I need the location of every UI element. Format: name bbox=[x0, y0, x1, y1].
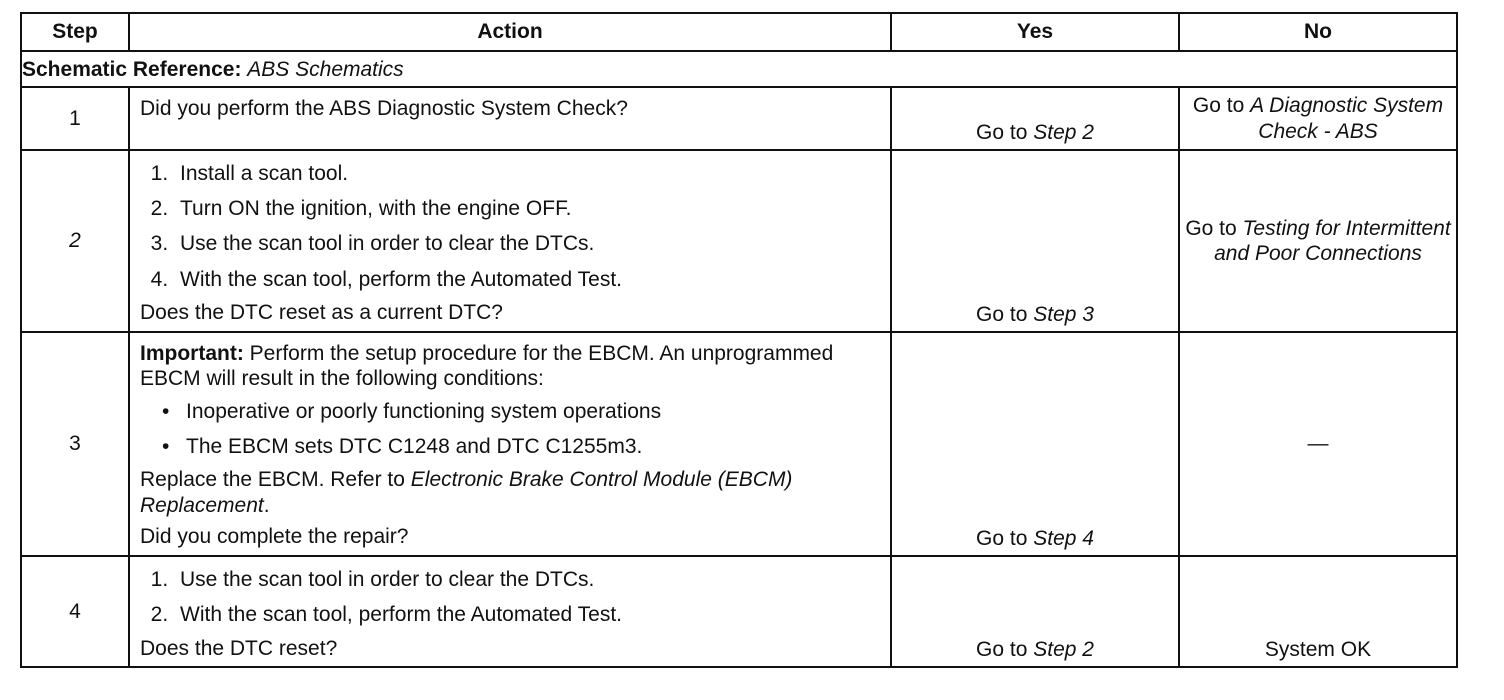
table-row: 3 Important: Perform the setup procedure… bbox=[20, 330, 1458, 558]
step-number: 2 bbox=[20, 148, 130, 333]
no-prefix: Go to bbox=[1192, 94, 1245, 118]
no-link[interactable]: A Diagnostic System Check - ABS bbox=[1250, 94, 1444, 143]
no-value: System OK bbox=[1264, 637, 1372, 661]
action-cell: Important: Perform the setup procedure f… bbox=[128, 330, 892, 558]
important-label: Important: bbox=[140, 341, 244, 365]
replace-end: . bbox=[263, 493, 270, 517]
diagnostic-table: Step Action Yes No Schematic Reference: … bbox=[20, 12, 1458, 668]
no-cell: Go to Testing for Intermittent and Poor … bbox=[1178, 148, 1458, 333]
action-steps: Use the scan tool in order to clear the … bbox=[140, 563, 880, 633]
step-number: 4 bbox=[20, 555, 130, 668]
schematic-reference: Schematic Reference: ABS Schematics bbox=[20, 49, 1458, 89]
action-step: Turn ON the ignition, with the engine OF… bbox=[174, 192, 880, 227]
no-prefix: Go to bbox=[1185, 216, 1237, 240]
header-step: Step bbox=[20, 12, 130, 52]
schematic-reference-label: Schematic Reference: bbox=[22, 57, 242, 81]
condition-item: Inoperative or poorly functioning system… bbox=[162, 395, 880, 430]
table-row: 1 Did you perform the ABS Diagnostic Sys… bbox=[20, 86, 1458, 151]
yes-cell: Go to Step 3 bbox=[890, 148, 1180, 333]
action-question: Did you complete the repair? bbox=[140, 524, 409, 548]
yes-link[interactable]: Step 4 bbox=[1033, 527, 1094, 551]
action-cell: Use the scan tool in order to clear the … bbox=[128, 555, 892, 668]
yes-link[interactable]: Step 2 bbox=[1033, 637, 1094, 661]
condition-item: The EBCM sets DTC C1248 and DTC C1255m3. bbox=[162, 430, 880, 465]
step-number: 3 bbox=[20, 330, 130, 558]
yes-cell: Go to Step 2 bbox=[890, 86, 1180, 151]
header-yes: Yes bbox=[890, 12, 1180, 52]
yes-prefix: Go to bbox=[976, 302, 1028, 326]
header-action: Action bbox=[128, 12, 892, 52]
header-no: No bbox=[1178, 12, 1458, 52]
no-cell: — bbox=[1178, 330, 1458, 558]
action-steps: Install a scan tool. Turn ON the ignitio… bbox=[140, 157, 880, 298]
schematic-reference-row: Schematic Reference: ABS Schematics bbox=[20, 49, 1458, 89]
no-value: — bbox=[1307, 432, 1329, 456]
action-question: Does the DTC reset as a current DTC? bbox=[140, 300, 503, 324]
yes-link[interactable]: Step 2 bbox=[1033, 120, 1094, 144]
replace-text: Replace the EBCM. Refer to bbox=[140, 468, 405, 492]
schematic-reference-link[interactable]: ABS Schematics bbox=[247, 57, 404, 81]
action-cell: Install a scan tool. Turn ON the ignitio… bbox=[128, 148, 892, 333]
no-cell: Go to A Diagnostic System Check - ABS bbox=[1178, 86, 1458, 151]
action-step: With the scan tool, perform the Automate… bbox=[174, 263, 880, 298]
important-text: Perform the setup procedure for the EBCM… bbox=[140, 341, 834, 390]
action-question: Did you perform the ABS Diagnostic Syste… bbox=[140, 97, 628, 121]
action-step: Install a scan tool. bbox=[174, 157, 880, 192]
table-row: 2 Install a scan tool. Turn ON the ignit… bbox=[20, 148, 1458, 333]
yes-link[interactable]: Step 3 bbox=[1033, 302, 1094, 326]
table-row: 4 Use the scan tool in order to clear th… bbox=[20, 555, 1458, 668]
diagnostic-table-container: Step Action Yes No Schematic Reference: … bbox=[20, 12, 1458, 668]
yes-cell: Go to Step 2 bbox=[890, 555, 1180, 668]
action-cell: Did you perform the ABS Diagnostic Syste… bbox=[128, 86, 892, 151]
action-step: Use the scan tool in order to clear the … bbox=[174, 227, 880, 262]
yes-prefix: Go to bbox=[976, 527, 1028, 551]
action-question: Does the DTC reset? bbox=[140, 636, 338, 660]
condition-list: Inoperative or poorly functioning system… bbox=[140, 395, 880, 465]
yes-prefix: Go to bbox=[976, 637, 1028, 661]
yes-prefix: Go to bbox=[976, 120, 1028, 144]
replace-instruction: Replace the EBCM. Refer to Electronic Br… bbox=[140, 465, 880, 521]
no-cell: System OK bbox=[1178, 555, 1458, 668]
no-link[interactable]: Testing for Intermittent and Poor Connec… bbox=[1214, 216, 1451, 265]
action-step: Use the scan tool in order to clear the … bbox=[174, 563, 880, 598]
step-number: 1 bbox=[20, 86, 130, 151]
yes-cell: Go to Step 4 bbox=[890, 330, 1180, 558]
important-note: Important: Perform the setup procedure f… bbox=[140, 339, 880, 395]
action-step: With the scan tool, perform the Automate… bbox=[174, 598, 880, 633]
replace-link[interactable]: Electronic Brake Control Module (EBCM) R… bbox=[140, 468, 793, 517]
header-row: Step Action Yes No bbox=[20, 12, 1458, 52]
